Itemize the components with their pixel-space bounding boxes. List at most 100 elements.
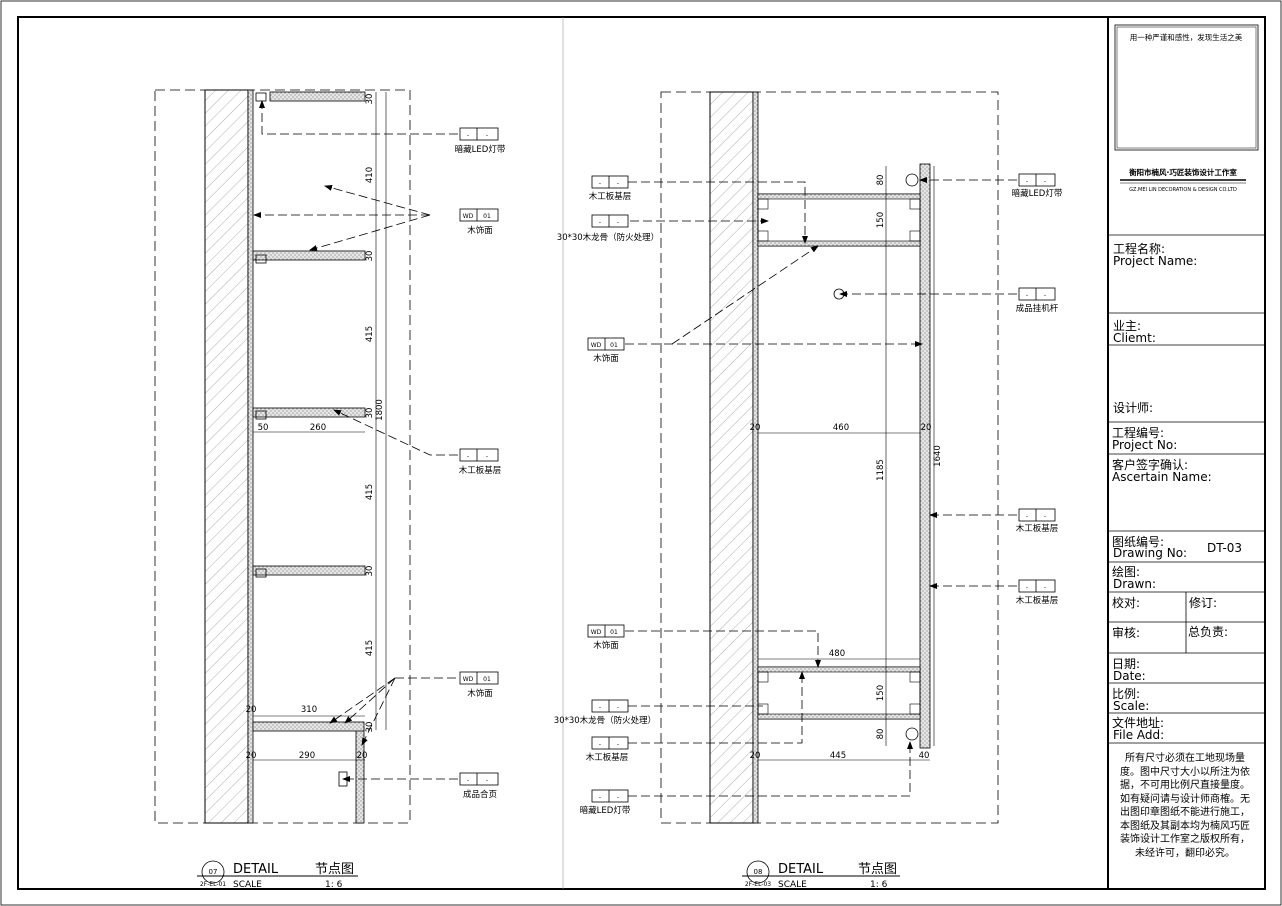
drawing-no-label-en: Drawing No:	[1113, 546, 1187, 560]
led-strip-icon	[905, 727, 919, 741]
detail-left: 30 410 30 415 30 1800 415 30 415 30 50 2…	[154, 89, 506, 890]
scale-label: SCALE	[233, 880, 262, 890]
led-strip-icon	[255, 254, 267, 264]
material-label: 成品合页	[463, 789, 497, 800]
dimension-label: 410	[365, 167, 375, 183]
dimension-label: 50	[258, 423, 269, 433]
material-tag: - - 木工板基层	[589, 175, 631, 202]
material-number: -	[1044, 513, 1046, 520]
dimension-label: 415	[365, 326, 375, 342]
date-label-cn: 日期:	[1112, 657, 1140, 671]
material-tag: WD 01 木饰面	[587, 624, 625, 651]
drawn-label-cn: 绘图:	[1112, 564, 1140, 579]
shelf	[252, 407, 366, 418]
dimension-label: 310	[301, 705, 317, 715]
dimension-label: 1185	[876, 459, 886, 481]
detail-title-en: DETAIL	[778, 862, 824, 877]
material-tag: - - 暗藏LED灯带	[455, 127, 506, 155]
material-number: 01	[483, 676, 491, 683]
scale-label-cn: 比例:	[1112, 687, 1140, 701]
dimension-label: 20	[246, 705, 257, 715]
dimension-label: 20	[246, 751, 257, 761]
detail-title-right: 08 2F-EL-03 DETAIL 节点图 SCALE 1: 6	[742, 860, 900, 890]
material-tag: WD 01 木饰面	[587, 337, 625, 364]
detail-left-frame	[154, 89, 411, 824]
company-name-en: GZ.MEI LIN DECORATION & DESIGN CO.LTD	[1129, 187, 1237, 193]
material-number: -	[486, 777, 488, 784]
material-label: 木工板基层	[459, 465, 502, 476]
dimension-label: 20	[357, 751, 368, 761]
scale-value: 1: 6	[870, 880, 888, 890]
led-strip-icon	[255, 410, 267, 420]
material-code: -	[1026, 292, 1028, 299]
dimension-label: 20	[750, 423, 761, 433]
material-label: 暗藏LED灯带	[455, 144, 506, 155]
dimension-label: 30	[365, 94, 375, 105]
side-panel-left	[247, 89, 254, 824]
scale-value: 1: 6	[325, 880, 343, 890]
shelf	[252, 721, 365, 732]
top-block	[757, 193, 921, 247]
material-code: -	[1026, 584, 1028, 591]
detail-title-left: 07 2F-EL-01 DETAIL 节点图 SCALE 1: 6	[197, 860, 358, 890]
file-label-cn: 文件地址:	[1112, 715, 1164, 730]
dimension-label: 460	[833, 423, 849, 433]
material-code: -	[599, 219, 601, 226]
material-label: 木工板基层	[1016, 523, 1059, 534]
material-tag: WD 01 木饰面	[459, 208, 499, 236]
project-name-label-cn: 工程名称:	[1113, 241, 1165, 256]
material-tag: - - 木工板基层	[1016, 508, 1059, 534]
dimension-label: 415	[365, 484, 375, 500]
material-number: -	[486, 453, 488, 460]
material-code: -	[1026, 178, 1028, 185]
dimension-label: 1640	[933, 445, 943, 467]
material-label: 木饰面	[593, 353, 619, 364]
material-code: WD	[463, 213, 474, 220]
material-number: 01	[610, 629, 618, 636]
led-strip-icon	[255, 92, 267, 102]
project-name-label-en: Project Name:	[1113, 254, 1197, 268]
material-label: 木工板基层	[1016, 595, 1059, 606]
side-panel-right	[752, 91, 759, 824]
dimension-label: 30	[365, 566, 375, 577]
project-no-label-en: Project No:	[1112, 438, 1177, 452]
bottom-block	[757, 666, 921, 720]
review-label: 审核:	[1112, 625, 1140, 640]
material-label: 木饰面	[467, 688, 493, 699]
material-code: -	[599, 704, 601, 711]
dimension-label: 80	[876, 729, 886, 740]
material-number: 01	[610, 342, 618, 349]
material-label: 暗藏LED灯带	[580, 805, 631, 816]
date-label-en: Date:	[1113, 669, 1146, 683]
dimension-label: 20	[921, 423, 932, 433]
material-tag: - - 暗藏LED灯带	[1012, 173, 1063, 199]
material-code: -	[467, 777, 469, 784]
material-tag: - - 木工板基层	[459, 448, 502, 476]
material-number: -	[1044, 584, 1046, 591]
material-code: -	[599, 180, 601, 187]
drawing-number: DT-03	[1207, 541, 1242, 555]
dimension-label: 30	[365, 251, 375, 262]
material-tag: - - 木工板基层	[586, 736, 629, 763]
material-number: -	[617, 794, 619, 801]
shelf	[252, 565, 366, 576]
material-tag: WD 01 木饰面	[459, 671, 499, 699]
material-code: -	[467, 453, 469, 460]
revise-label: 修订:	[1189, 595, 1217, 610]
material-label: 暗藏LED灯带	[1012, 188, 1063, 199]
dimension-label: 30	[365, 408, 375, 419]
detail-number: 07	[209, 868, 218, 876]
detail-ref: 2F-EL-03	[745, 881, 771, 888]
material-tag: - - 30*30木龙骨（防火处理）	[557, 214, 659, 243]
dimension-label: 30	[365, 722, 375, 733]
copyright-note: 所有尺寸必须在工地现场量度。图中尺寸大小以所注为依据，不可用比例尺直接量度。如有…	[1120, 753, 1250, 859]
dimension-label: 150	[876, 212, 886, 228]
inner-border	[17, 16, 1266, 890]
material-number: -	[617, 704, 619, 711]
front-panel-right	[919, 163, 931, 749]
material-label: 木工板基层	[586, 752, 629, 763]
check-label: 校对:	[1112, 595, 1140, 610]
material-tag: - - 成品合页	[459, 772, 499, 800]
detail-right-frame	[660, 91, 999, 824]
